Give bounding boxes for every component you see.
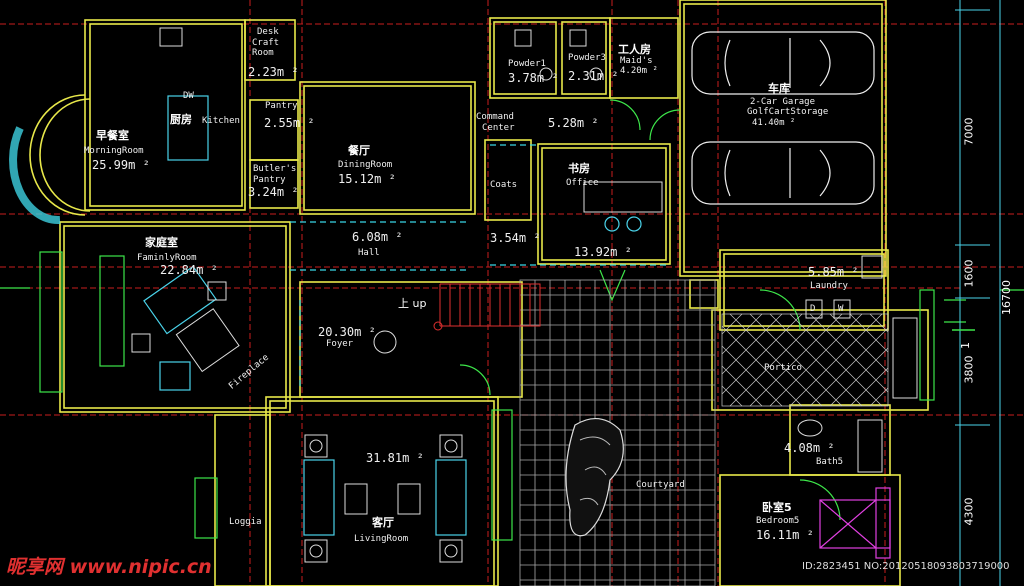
bath5-en: Bath5 — [816, 457, 844, 467]
kitchen-dw: DW — [183, 91, 194, 101]
maid-en: Maid's — [620, 56, 653, 66]
loggia-en: Loggia — [229, 517, 262, 527]
family-en: FaminlyRoom — [137, 253, 197, 263]
dim-7000: 7000 — [962, 117, 976, 146]
desk-area: 2.23m ² — [248, 65, 299, 79]
coats-en: Coats — [490, 180, 518, 190]
butler-en2: Pantry — [253, 175, 286, 185]
dining-cn: 餐厅 — [348, 144, 370, 157]
garage-en1: 2-Car Garage — [750, 97, 816, 107]
hall-en: Hall — [358, 248, 380, 258]
laundry-washer: W — [838, 304, 844, 314]
hall-area: 6.08m ² — [352, 230, 403, 244]
bedroom5-en: Bedroom5 — [756, 516, 800, 526]
office-en: Office — [566, 178, 599, 188]
pantry-en: Pantry — [265, 101, 298, 111]
butler-area: 3.24m ² — [248, 185, 299, 199]
kitchen-cn: 厨房 — [170, 113, 192, 126]
foyer-area: 20.30m ² — [318, 325, 376, 339]
kitchen-en: Kitchen — [202, 116, 240, 126]
desk-en2: Craft — [252, 38, 280, 48]
pantry-area: 2.55m ² — [264, 116, 315, 130]
dim-total-16700: 16700 — [1000, 280, 1013, 315]
dining-area: 15.12m ² — [338, 172, 396, 186]
laundry-dryer: D — [810, 304, 816, 314]
powder1-area: 3.78m ² — [508, 71, 559, 85]
nipic-watermark-id: ID:2823451 NO:20120518093803719000 — [802, 561, 1010, 572]
command-en2: Center — [482, 123, 515, 133]
office-area: 13.92m ² — [574, 245, 632, 259]
garage-cn: 车库 — [768, 82, 790, 95]
desk-en3: Room — [252, 48, 274, 58]
command-en1: Command — [476, 112, 514, 122]
stair-up-label: 上 up — [398, 297, 427, 310]
living-area: 31.81m ² — [366, 451, 424, 465]
coats-area: 3.54m ² — [490, 231, 541, 245]
portico-en: Portico — [764, 363, 802, 373]
powder3-en: Powder3 — [568, 53, 606, 63]
dining-en: DiningRoom — [338, 160, 393, 170]
family-cn: 家庭室 — [145, 236, 178, 249]
dim-1600: 1600 — [962, 259, 976, 288]
garage-en2: GolfCartStorage — [747, 107, 829, 117]
family-area: 22.84m ² — [160, 263, 218, 277]
maid-cn: 工人房 — [618, 43, 651, 56]
foyer-en: Foyer — [326, 339, 354, 349]
section-marker: 1 — [959, 342, 972, 349]
morning-room-area: 25.99m ² — [92, 158, 150, 172]
morning-room-en: MorningRoom — [84, 146, 144, 156]
garage-area: 41.40m ² — [752, 118, 796, 128]
butler-en1: Butler's — [253, 164, 297, 174]
bedroom5-cn: 卧室5 — [762, 501, 792, 514]
maid-area: 4.20m ² — [620, 66, 658, 76]
bedroom5-area: 16.11m ² — [756, 528, 814, 542]
office-cn: 书房 — [568, 162, 590, 175]
living-cn: 客厅 — [372, 516, 394, 529]
bath5-area: 4.08m ² — [784, 441, 835, 455]
morning-room-cn: 早餐室 — [96, 129, 129, 142]
powder1-en: Powder1 — [508, 59, 546, 69]
dim-4300: 4300 — [962, 497, 976, 526]
nipic-watermark-logo: 昵享网 www.nipic.cn — [6, 556, 212, 578]
desk-en1: Desk — [257, 27, 279, 37]
living-en: LivingRoom — [354, 534, 409, 544]
courtyard-en: Courtyard — [636, 480, 685, 490]
powder3-area: 2.31m ² — [568, 69, 619, 83]
command-area: 5.28m ² — [548, 116, 599, 130]
laundry-area: 5.85m ² — [808, 265, 859, 279]
dim-3800: 3800 — [962, 355, 976, 384]
laundry-en: Laundry — [810, 281, 848, 291]
